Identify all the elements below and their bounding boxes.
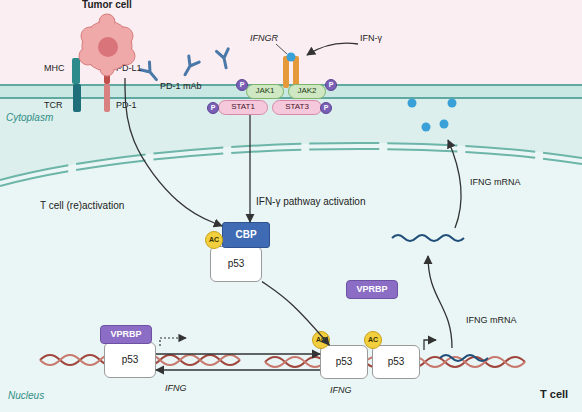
kinase-pill: JAK2 bbox=[288, 84, 326, 99]
arrow-connector bbox=[125, 78, 222, 226]
protein-box: CBP bbox=[222, 222, 270, 248]
pd1-receptor bbox=[104, 84, 110, 112]
phospho-circle: P bbox=[236, 79, 248, 91]
text-label: PD-1 mAb bbox=[160, 82, 202, 92]
ifng-molecule bbox=[440, 120, 449, 129]
leader-line bbox=[276, 44, 287, 54]
edge-label: T cell (re)activation bbox=[40, 200, 124, 211]
arrow-connector bbox=[262, 282, 329, 345]
node-label: p53 bbox=[388, 357, 405, 368]
arrow-connector bbox=[156, 353, 320, 354]
cell-body bbox=[83, 22, 131, 70]
translation-arrow bbox=[448, 140, 461, 228]
export-arrow bbox=[428, 256, 452, 348]
node-label: VPRBP bbox=[356, 285, 387, 294]
acetyl-circle: AC bbox=[312, 331, 330, 349]
protein-box: VPRBP bbox=[100, 325, 152, 344]
node-label: p53 bbox=[336, 357, 353, 368]
ifng-molecule bbox=[287, 53, 296, 62]
transcription-arrow bbox=[424, 340, 436, 350]
phospho-circle: P bbox=[320, 102, 332, 114]
arrow-connector bbox=[156, 369, 320, 370]
antibody-symbol bbox=[180, 56, 199, 78]
tumor-cell-shape bbox=[68, 0, 146, 78]
protein-box: p53 bbox=[104, 342, 156, 378]
text-label: T cell bbox=[540, 388, 568, 400]
protein-box: p53 bbox=[372, 345, 420, 379]
tcr-receptor bbox=[73, 84, 81, 112]
text-label: IFNG bbox=[165, 384, 187, 394]
nuclear-envelope bbox=[0, 143, 582, 180]
node-label: AC bbox=[316, 336, 326, 343]
kinase-pill: JAK1 bbox=[246, 84, 284, 99]
node-label: p53 bbox=[228, 259, 245, 270]
cell-nucleus bbox=[98, 37, 118, 57]
antibody-symbol bbox=[140, 62, 161, 84]
protein-box: VPRBP bbox=[346, 280, 398, 299]
text-label: IFN-γ bbox=[360, 34, 382, 44]
node-label: STAT1 bbox=[231, 103, 255, 111]
phospho-circle: P bbox=[325, 79, 337, 91]
stat-pill: STAT1 bbox=[218, 100, 268, 115]
node-label: JAK1 bbox=[255, 87, 274, 95]
ifng-molecule bbox=[408, 99, 417, 108]
node-label: AC bbox=[368, 336, 378, 343]
edge-label: IFN-γ pathway activation bbox=[256, 196, 366, 207]
nucleus-region bbox=[0, 143, 582, 412]
node-label: AC bbox=[209, 236, 219, 243]
secretion-arrow bbox=[307, 43, 358, 55]
text-label: TCR bbox=[44, 101, 63, 111]
phospho-circle: P bbox=[207, 102, 219, 114]
node-label: STAT3 bbox=[285, 103, 309, 111]
mhc-molecule bbox=[72, 58, 80, 84]
node-label: P bbox=[211, 104, 216, 111]
text-label: PD-1 bbox=[116, 101, 137, 111]
cell-heading: Tumor cell bbox=[68, 0, 146, 11]
node-label: P bbox=[240, 81, 245, 88]
ifng-molecule bbox=[422, 123, 431, 132]
text-label: Cytoplasm bbox=[6, 112, 53, 123]
node-label: P bbox=[329, 81, 334, 88]
tumor-cell: Tumor cell bbox=[68, 0, 146, 78]
node-label: P bbox=[324, 104, 329, 111]
acetyl-circle: AC bbox=[364, 331, 382, 349]
text-label: MHC bbox=[44, 64, 65, 74]
text-label: Nucleus bbox=[8, 390, 44, 401]
cell-membrane bbox=[0, 85, 582, 98]
text-label: IFNG bbox=[330, 386, 352, 396]
arrow-connector bbox=[249, 115, 250, 222]
node-label: CBP bbox=[235, 230, 256, 241]
node-label: VPRBP bbox=[110, 330, 141, 339]
node-label: p53 bbox=[122, 355, 139, 366]
text-label: IFNG mRNA bbox=[466, 316, 517, 326]
node-label: JAK2 bbox=[297, 87, 316, 95]
stat-pill: STAT3 bbox=[272, 100, 322, 115]
ifng-molecule bbox=[448, 99, 457, 108]
extracellular-region bbox=[0, 0, 582, 85]
ifngr-receptor bbox=[283, 56, 289, 88]
text-label: IFNG mRNA bbox=[470, 178, 521, 188]
acetyl-circle: AC bbox=[205, 231, 223, 249]
protein-box: p53 bbox=[320, 345, 368, 379]
antibody-symbol bbox=[216, 49, 231, 69]
text-label: IFNGR bbox=[250, 34, 278, 44]
mrna-strand bbox=[440, 355, 488, 361]
protein-box: p53 bbox=[210, 246, 262, 282]
transcription-arrow bbox=[160, 338, 186, 346]
mrna-strand bbox=[392, 235, 464, 241]
